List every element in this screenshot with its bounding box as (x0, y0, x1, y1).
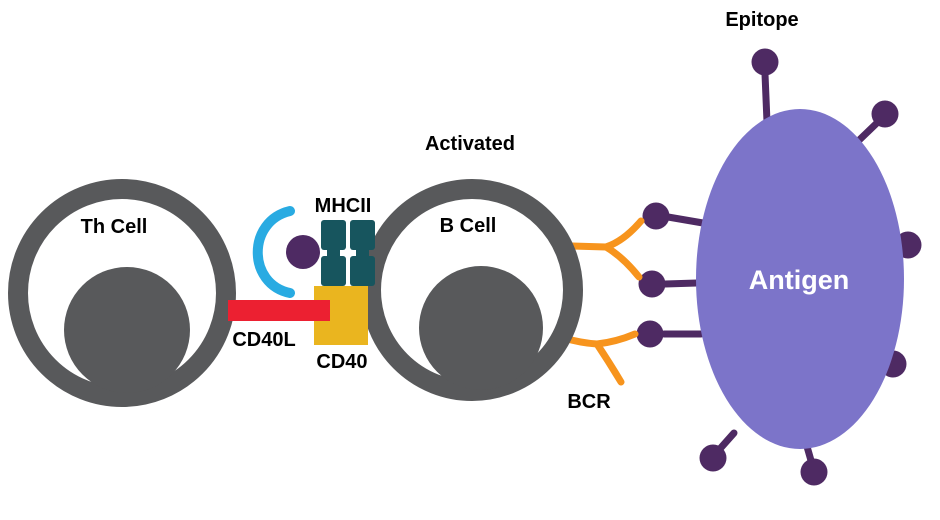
antigen-label: Antigen (749, 265, 850, 295)
epitope-stalk (664, 213, 707, 227)
epitope-dot (636, 320, 664, 348)
cd40-complex: CD40L CD40 (228, 286, 368, 373)
epitope-spike-top (751, 48, 779, 126)
b-cell: Activated B Cell (361, 133, 583, 401)
antigen-body (696, 109, 904, 449)
epitope-dot (751, 48, 779, 76)
tcr-receptor (252, 206, 295, 298)
mhcii-label: MHCII (315, 195, 372, 217)
b-cell-label: B Cell (440, 215, 497, 237)
epitope-stalk (761, 70, 771, 126)
epitope-dot (699, 444, 727, 472)
epitope-spike-bottom (800, 439, 828, 486)
th-cell-nucleus (64, 267, 190, 393)
cd40l-label: CD40L (232, 329, 295, 351)
th-cell: Th Cell (8, 179, 236, 407)
bcr-label: BCR (567, 391, 611, 413)
bcr-receptors: BCR (560, 217, 645, 413)
epitope-spike-left-upper (642, 202, 707, 230)
activated-label: Activated (425, 133, 515, 155)
epitope-spike-upper-right (849, 100, 899, 150)
mhcii-domain (350, 220, 375, 250)
th-cell-label: Th Cell (81, 216, 148, 238)
epitope-dot (638, 270, 666, 298)
antigen: Antigen (636, 48, 922, 486)
mhcii-connector (356, 246, 369, 260)
mhcii-complex: MHCII (252, 195, 375, 298)
epitope-dot (871, 100, 899, 128)
epitope-label: Epitope (725, 9, 798, 31)
epitope-spike-bottom-left (699, 429, 738, 472)
mhcii-domain (321, 220, 346, 250)
cd40-label: CD40 (316, 351, 367, 373)
peptide-antigen (286, 235, 320, 269)
bcr-receptor-bottom (560, 330, 639, 386)
bcr-receptor-top (568, 217, 645, 281)
epitope-dot (800, 458, 828, 486)
epitope-spike-left-middle (638, 270, 701, 298)
mhcii-domain (321, 256, 346, 286)
mhcii-connector (327, 246, 340, 260)
mhcii-domain (350, 256, 375, 286)
epitope-spike-left-lower (636, 320, 705, 348)
epitope-stalk (661, 279, 701, 288)
cd40l-molecule (228, 300, 330, 321)
b-cell-nucleus (419, 266, 543, 390)
epitope-dot (642, 202, 670, 230)
